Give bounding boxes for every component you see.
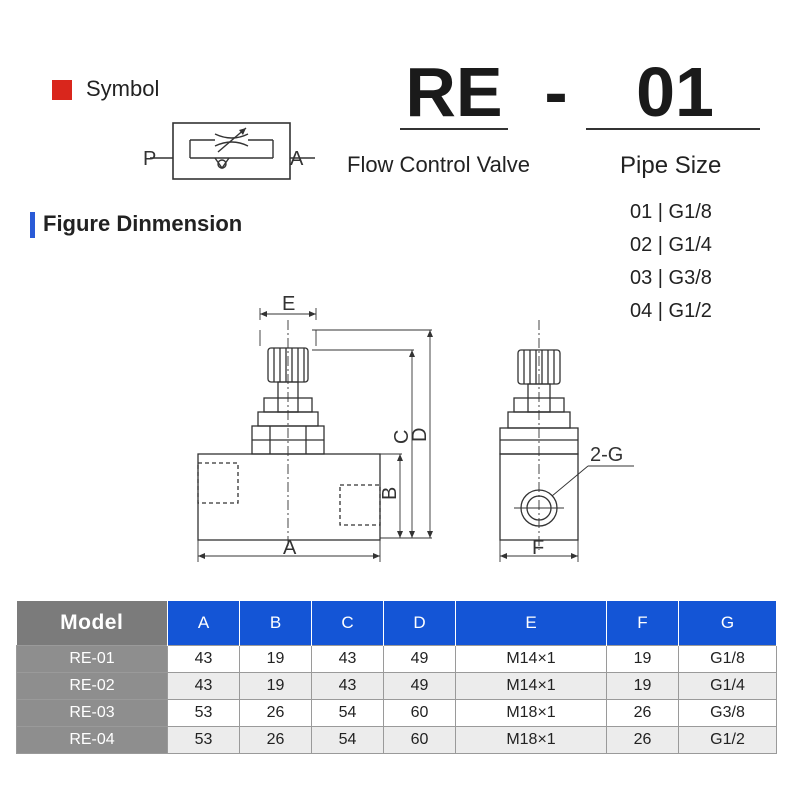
pipe-size-option: 02 | G1/4 <box>630 234 712 256</box>
table-cell: M18×1 <box>455 726 607 754</box>
table-cell: G1/2 <box>678 726 777 754</box>
dim-e-label: E <box>282 293 295 315</box>
dim-d-label: D <box>409 428 431 442</box>
table-cell: 60 <box>383 699 456 727</box>
size-underline <box>586 128 760 130</box>
table-cell: 43 <box>311 672 384 700</box>
table-row: RE-04 53 26 54 60 M18×1 26 G1/2 <box>16 726 777 754</box>
pipe-size-option: 03 | G3/8 <box>630 267 712 289</box>
table-cell: 19 <box>606 672 679 700</box>
table-cell: 49 <box>383 645 456 673</box>
table-row: RE-02 43 19 43 49 M14×1 19 G1/4 <box>16 672 777 700</box>
dim-b-label: B <box>379 487 401 500</box>
figure-heading: Figure Dinmension <box>43 211 243 236</box>
port-a-label: A <box>290 148 304 170</box>
model-code-dash: - <box>544 53 568 131</box>
table-cell: 53 <box>167 726 240 754</box>
table-row: RE-01 43 19 43 49 M14×1 19 G1/8 <box>16 645 777 673</box>
dim-g-label: 2-G <box>590 444 623 466</box>
table-cell: RE-04 <box>16 726 168 754</box>
series-underline <box>400 128 508 130</box>
table-cell: M14×1 <box>455 645 607 673</box>
table-cell: RE-01 <box>16 645 168 673</box>
table-cell: G3/8 <box>678 699 777 727</box>
symbol-heading: Symbol <box>86 76 160 101</box>
table-cell: 26 <box>239 699 312 727</box>
model-code-series: RE <box>405 53 503 131</box>
table-cell: 54 <box>311 726 384 754</box>
dimension-drawing: E A F 2-G C D B <box>197 293 634 562</box>
pipe-size-title: Pipe Size <box>620 152 722 179</box>
table-cell: RE-02 <box>16 672 168 700</box>
table-header-row: Model A B C D E F G <box>16 601 777 646</box>
table-cell: 60 <box>383 726 456 754</box>
table-cell: 26 <box>239 726 312 754</box>
model-code-size: 01 <box>636 53 714 131</box>
column-header-a: A <box>167 601 240 646</box>
table-cell: 43 <box>167 672 240 700</box>
table-cell: 54 <box>311 699 384 727</box>
pipe-size-option: 04 | G1/2 <box>630 300 712 322</box>
column-header-model: Model <box>16 601 168 646</box>
dim-c-label: C <box>391 430 413 444</box>
column-header-f: F <box>606 601 679 646</box>
table-cell: 43 <box>311 645 384 673</box>
table-cell: M18×1 <box>455 699 607 727</box>
table-cell: RE-03 <box>16 699 168 727</box>
pipe-size-list: 01 | G1/8 02 | G1/4 03 | G3/8 04 | G1/2 <box>630 196 712 328</box>
column-header-e: E <box>455 601 607 646</box>
table-cell: 26 <box>606 699 679 727</box>
product-name: Flow Control Valve <box>347 152 530 177</box>
symbol-marker <box>52 80 72 100</box>
dim-a-label: A <box>283 537 297 559</box>
spec-table: Model A B C D E F G RE-01 43 19 43 49 M1… <box>16 601 777 754</box>
table-cell: 43 <box>167 645 240 673</box>
port-p-label: P <box>143 148 156 170</box>
flow-control-symbol: P A <box>143 122 315 180</box>
table-cell: 49 <box>383 672 456 700</box>
table-cell: M14×1 <box>455 672 607 700</box>
table-cell: 19 <box>239 645 312 673</box>
table-cell: G1/4 <box>678 672 777 700</box>
pipe-size-option: 01 | G1/8 <box>630 201 712 223</box>
column-header-c: C <box>311 601 384 646</box>
figure-marker <box>30 212 35 238</box>
table-cell: 19 <box>239 672 312 700</box>
table-cell: 26 <box>606 726 679 754</box>
table-cell: 53 <box>167 699 240 727</box>
column-header-d: D <box>383 601 456 646</box>
table-cell: 19 <box>606 645 679 673</box>
column-header-b: B <box>239 601 312 646</box>
column-header-g: G <box>678 601 777 646</box>
table-cell: G1/8 <box>678 645 777 673</box>
table-row: RE-03 53 26 54 60 M18×1 26 G3/8 <box>16 699 777 727</box>
dim-f-label: F <box>532 537 544 559</box>
